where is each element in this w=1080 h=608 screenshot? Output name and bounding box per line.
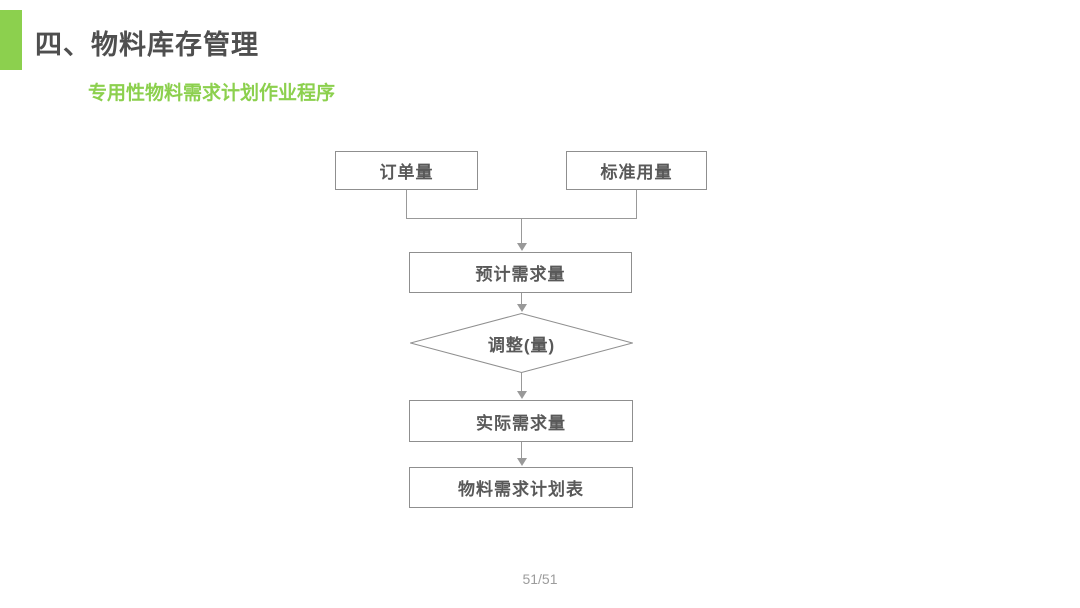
edge-adjustment-to-actual-line bbox=[521, 373, 522, 392]
title-accent-bar bbox=[0, 10, 22, 70]
slide-subtitle: 专用性物料需求计划作业程序 bbox=[88, 83, 336, 104]
node-adjustment-label: 调整(量) bbox=[487, 335, 556, 355]
arrowhead-into-estimated-demand bbox=[517, 243, 527, 251]
node-estimated-demand: 预计需求量 bbox=[409, 252, 632, 293]
node-standard-usage: 标准用量 bbox=[566, 151, 707, 190]
node-estimated-demand-label: 预计需求量 bbox=[475, 265, 566, 284]
edge-order-to-merge-line bbox=[406, 190, 407, 218]
node-actual-demand: 实际需求量 bbox=[409, 400, 633, 442]
slide-title: 四、物料库存管理 bbox=[35, 30, 259, 60]
diamond-shape bbox=[410, 313, 633, 373]
node-standard-usage-label: 标准用量 bbox=[600, 163, 673, 182]
page-number: 51/51 bbox=[522, 571, 558, 587]
node-actual-demand-label: 实际需求量 bbox=[476, 413, 566, 433]
edge-merge-to-estimated-line bbox=[521, 218, 522, 244]
arrowhead-into-mrp-table bbox=[517, 458, 527, 466]
node-mrp-table-label: 物料需求计划表 bbox=[458, 480, 584, 499]
node-material-requirements-plan-table: 物料需求计划表 bbox=[409, 467, 633, 508]
node-order-quantity: 订单量 bbox=[335, 151, 478, 190]
node-adjustment-decision: 调整(量) bbox=[410, 313, 633, 373]
arrowhead-into-adjustment bbox=[517, 304, 527, 312]
edge-actual-to-mrp-table-line bbox=[521, 442, 522, 459]
edge-standard-to-merge-line bbox=[636, 190, 637, 218]
arrowhead-into-actual-demand bbox=[517, 391, 527, 399]
edge-estimated-to-adjustment-line bbox=[521, 293, 522, 305]
node-order-quantity-label: 订单量 bbox=[379, 163, 434, 182]
